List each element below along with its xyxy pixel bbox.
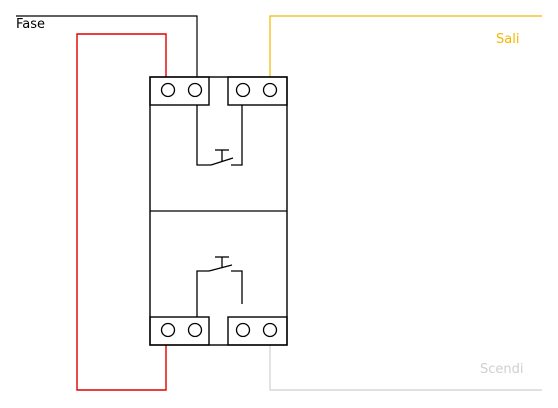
terminal-screw xyxy=(235,322,251,338)
sali-label: Sali xyxy=(496,32,520,47)
terminal-block-top-right xyxy=(227,76,288,106)
switch-device xyxy=(149,76,288,346)
fase-wire xyxy=(16,15,198,77)
terminal-screw xyxy=(160,82,176,98)
lower-switch-contact xyxy=(196,256,243,317)
terminal-screw xyxy=(187,82,203,98)
fase-label: Fase xyxy=(16,17,46,32)
terminal-screw xyxy=(235,82,251,98)
terminal-block-bottom-left xyxy=(149,316,210,346)
bridge-wire xyxy=(76,33,167,391)
scendi-wire xyxy=(269,345,542,391)
scendi-label: Scendi xyxy=(480,362,524,377)
upper-switch-contact xyxy=(196,105,243,166)
terminal-screw xyxy=(262,322,278,338)
terminal-screw xyxy=(187,322,203,338)
sali-wire xyxy=(269,15,542,77)
terminal-screw xyxy=(160,322,176,338)
terminal-screw xyxy=(262,82,278,98)
terminal-block-bottom-right xyxy=(227,316,288,346)
terminal-block-top-left xyxy=(149,76,210,106)
